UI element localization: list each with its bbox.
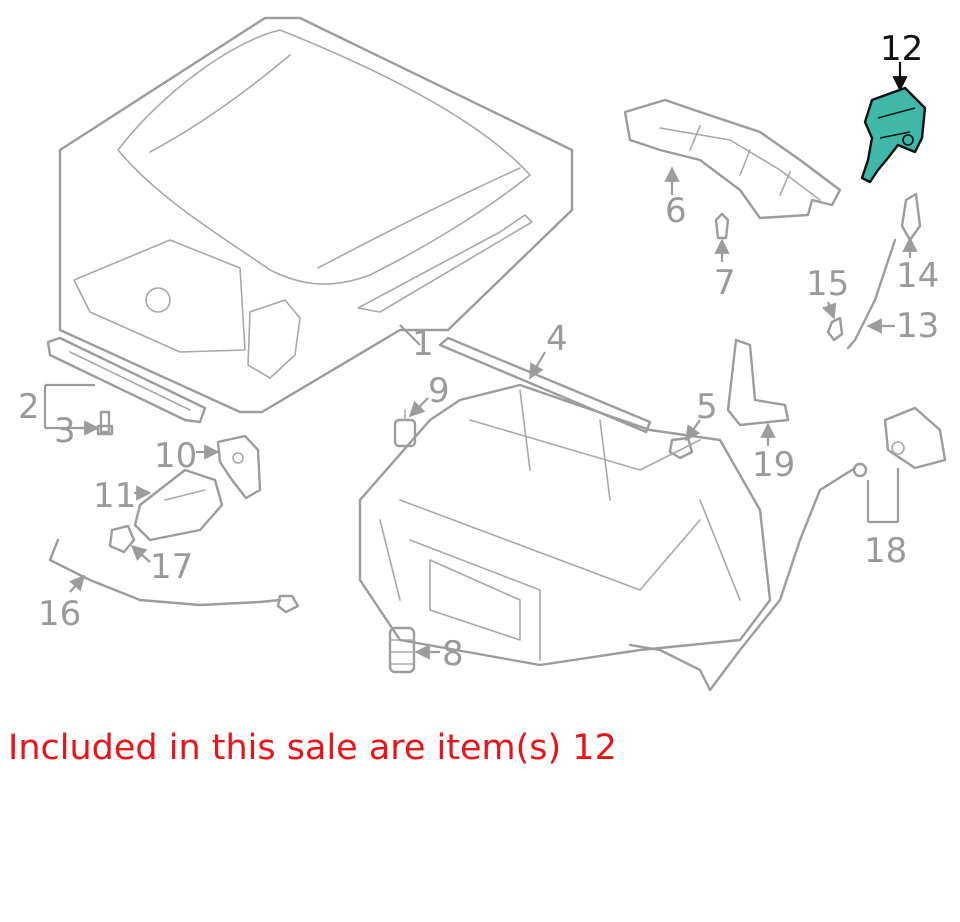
callout-7: 7 bbox=[714, 263, 736, 303]
hood-latch bbox=[216, 434, 262, 500]
leader-5 bbox=[685, 419, 701, 442]
leader-lines bbox=[43, 62, 918, 660]
parts-diagram: 1 2 3 4 5 6 7 8 9 10 11 12 13 14 15 16 1… bbox=[18, 16, 947, 692]
weatherstrip bbox=[438, 336, 652, 434]
callout-18: 18 bbox=[864, 531, 907, 571]
hood-stop bbox=[393, 409, 417, 448]
support-rod bbox=[846, 238, 897, 350]
callout-10: 10 bbox=[154, 436, 197, 476]
rod-bracket bbox=[900, 192, 922, 242]
leader-18 bbox=[866, 468, 900, 524]
core-support bbox=[358, 383, 772, 667]
release-cable bbox=[48, 538, 300, 614]
callout-1: 1 bbox=[412, 324, 434, 364]
leader-9 bbox=[408, 397, 429, 418]
callout-12: 12 bbox=[880, 29, 923, 69]
callout-17: 17 bbox=[150, 547, 193, 587]
callout-8: 8 bbox=[442, 634, 464, 674]
callout-9: 9 bbox=[428, 371, 450, 411]
hood-insulator bbox=[623, 98, 842, 220]
sale-caption: Included in this sale are item(s) 12 bbox=[8, 728, 617, 768]
callout-15: 15 bbox=[806, 264, 849, 304]
callout-2: 2 bbox=[18, 387, 40, 427]
callout-14: 14 bbox=[896, 256, 939, 296]
leader-1 bbox=[399, 324, 421, 346]
callout-16: 16 bbox=[38, 594, 81, 634]
hood-panel bbox=[58, 16, 574, 414]
callout-numbers: 1 2 3 4 5 6 7 8 9 10 11 12 13 14 15 16 1… bbox=[18, 29, 939, 674]
latch-cover bbox=[133, 468, 224, 542]
leader-15 bbox=[821, 301, 837, 320]
grommet bbox=[668, 436, 694, 460]
support-bracket bbox=[46, 336, 207, 424]
callout-13: 13 bbox=[896, 306, 939, 346]
leader-4 bbox=[529, 351, 546, 380]
hood-hinge bbox=[860, 86, 927, 184]
callout-3: 3 bbox=[54, 411, 76, 451]
leader-16 bbox=[69, 574, 86, 593]
clip bbox=[714, 212, 730, 240]
bumper-stop bbox=[388, 626, 416, 674]
cable-clip bbox=[108, 524, 136, 554]
callout-19: 19 bbox=[752, 445, 795, 485]
callout-5: 5 bbox=[696, 387, 718, 427]
side-bracket bbox=[726, 338, 790, 427]
release-handle bbox=[628, 406, 947, 692]
callout-4: 4 bbox=[546, 319, 568, 359]
bolt bbox=[96, 410, 114, 436]
rod-clip bbox=[826, 316, 844, 342]
callout-6: 6 bbox=[665, 191, 687, 231]
callout-11: 11 bbox=[93, 476, 136, 516]
leader-17 bbox=[130, 544, 151, 563]
